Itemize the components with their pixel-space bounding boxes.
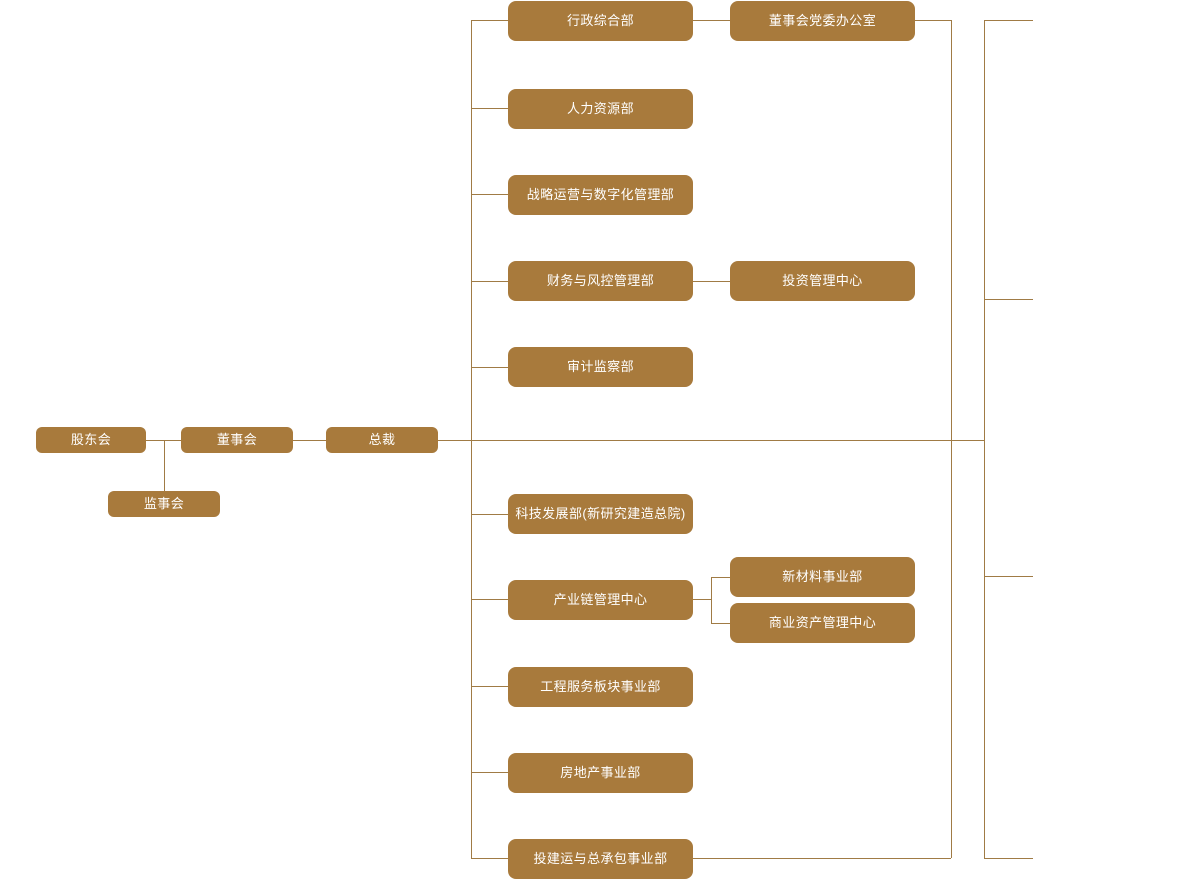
connector-trunk-to-real-estate bbox=[471, 772, 508, 773]
node-label: 人力资源部 bbox=[566, 101, 634, 117]
connector-supervisory-drop bbox=[164, 440, 165, 504]
connector-industry-chain-stem bbox=[693, 599, 711, 600]
connector-outer-bus-stub-lower-mid bbox=[984, 576, 1033, 577]
node-board-of-directors[interactable]: 董事会 bbox=[181, 427, 293, 453]
connector-outer-bus-stub-upper-mid bbox=[984, 299, 1033, 300]
node-president[interactable]: 总裁 bbox=[326, 427, 438, 453]
connector-bracket-to-new-materials bbox=[711, 577, 730, 578]
node-label: 财务与风控管理部 bbox=[546, 273, 655, 289]
connector-shareholders-to-board bbox=[146, 440, 181, 441]
node-label: 产业链管理中心 bbox=[553, 592, 648, 608]
node-shareholders-meeting[interactable]: 股东会 bbox=[36, 427, 146, 453]
connector-administration-to-party-office bbox=[693, 20, 730, 21]
node-label: 行政综合部 bbox=[566, 13, 634, 29]
connector-president-to-trunk bbox=[438, 440, 984, 441]
connector-party-office-to-inner-bus bbox=[915, 20, 951, 21]
connector-main-trunk bbox=[471, 20, 472, 858]
node-label: 董事会 bbox=[216, 432, 258, 448]
node-label: 新材料事业部 bbox=[782, 569, 863, 585]
node-label: 投资管理中心 bbox=[782, 273, 863, 289]
node-label: 战略运营与数字化管理部 bbox=[526, 187, 675, 203]
node-department-audit-supervision[interactable]: 审计监察部 bbox=[508, 347, 693, 387]
connector-trunk-to-administration bbox=[471, 20, 508, 21]
node-department-strategy-digital[interactable]: 战略运营与数字化管理部 bbox=[508, 175, 693, 215]
node-commercial-asset-management-center[interactable]: 商业资产管理中心 bbox=[730, 603, 915, 643]
connector-trunk-to-strategy-digital bbox=[471, 194, 508, 195]
node-department-administration[interactable]: 行政综合部 bbox=[508, 1, 693, 41]
node-label: 投建运与总承包事业部 bbox=[533, 851, 668, 867]
connector-inner-bus bbox=[951, 20, 952, 858]
connector-trunk-to-audit-supervision bbox=[471, 367, 508, 368]
connector-outer-bus-stub-bottom bbox=[984, 858, 1033, 859]
node-investment-management-center[interactable]: 投资管理中心 bbox=[730, 261, 915, 301]
connector-industry-chain-bracket bbox=[711, 577, 712, 623]
node-new-materials-division[interactable]: 新材料事业部 bbox=[730, 557, 915, 597]
node-department-technology-development[interactable]: 科技发展部(新研究建造总院) bbox=[508, 494, 693, 534]
node-label: 监事会 bbox=[143, 496, 185, 512]
node-department-industry-chain[interactable]: 产业链管理中心 bbox=[508, 580, 693, 620]
node-department-engineering-services[interactable]: 工程服务板块事业部 bbox=[508, 667, 693, 707]
node-label: 总裁 bbox=[368, 432, 396, 448]
connector-trunk-to-engineering-services bbox=[471, 686, 508, 687]
connector-finance-to-investment-center bbox=[693, 281, 730, 282]
connector-bracket-to-commercial-asset bbox=[711, 623, 730, 624]
connector-epc-to-inner-bus bbox=[693, 858, 951, 859]
connector-outer-bus-stub-top bbox=[984, 20, 1033, 21]
connector-trunk-to-human-resources bbox=[471, 108, 508, 109]
node-board-party-committee-office[interactable]: 董事会党委办公室 bbox=[730, 1, 915, 41]
node-label: 审计监察部 bbox=[566, 359, 634, 375]
node-label: 房地产事业部 bbox=[560, 765, 641, 781]
node-department-finance-risk[interactable]: 财务与风控管理部 bbox=[508, 261, 693, 301]
connector-trunk-to-finance-risk bbox=[471, 281, 508, 282]
node-department-real-estate[interactable]: 房地产事业部 bbox=[508, 753, 693, 793]
connector-trunk-to-invest-build-epc bbox=[471, 858, 508, 859]
node-label: 商业资产管理中心 bbox=[768, 615, 877, 631]
connector-trunk-to-technology-development bbox=[471, 514, 508, 515]
node-label: 科技发展部(新研究建造总院) bbox=[515, 506, 686, 522]
node-department-invest-build-epc[interactable]: 投建运与总承包事业部 bbox=[508, 839, 693, 879]
connector-trunk-to-industry-chain bbox=[471, 599, 508, 600]
connector-board-to-president bbox=[293, 440, 326, 441]
node-label: 股东会 bbox=[70, 432, 112, 448]
node-label: 董事会党委办公室 bbox=[768, 13, 877, 29]
node-label: 工程服务板块事业部 bbox=[540, 679, 661, 695]
node-supervisory-board[interactable]: 监事会 bbox=[108, 491, 220, 517]
node-department-human-resources[interactable]: 人力资源部 bbox=[508, 89, 693, 129]
connector-outer-bus bbox=[984, 20, 985, 858]
